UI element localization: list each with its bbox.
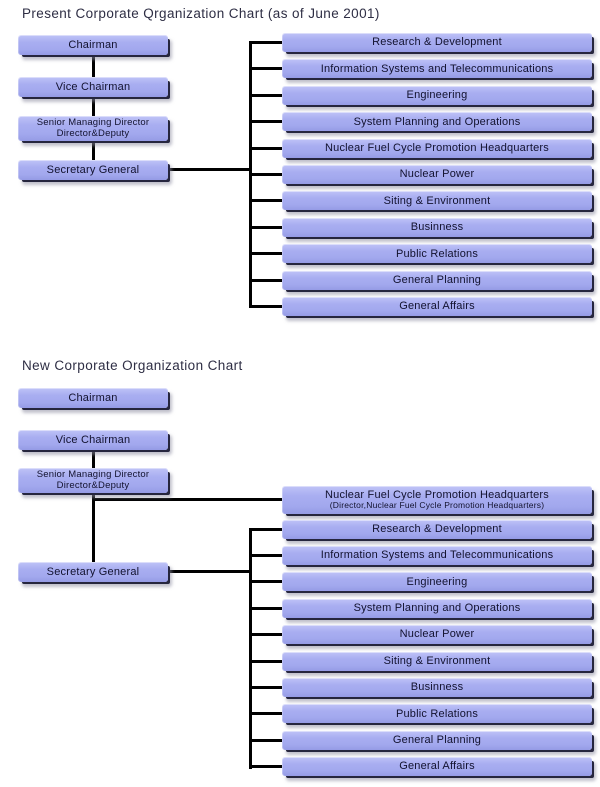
org-box-sublabel: (Director,Nuclear Fuel Cycle Promotion H… [329, 500, 545, 511]
org-box-information-systems-and-telecommunications: Information Systems and Telecommunicatio… [282, 545, 592, 565]
connector-line [249, 305, 282, 308]
org-box-general-planning: General Planning [282, 270, 592, 290]
org-box-label: Vice Chairman [55, 80, 131, 93]
org-box-label: Information Systems and Telecommunicatio… [320, 549, 554, 562]
connector-line [92, 450, 95, 468]
org-box-label: Businness [410, 221, 464, 234]
org-box-label: Engineering [406, 89, 468, 102]
org-box-label: Chairman [68, 38, 118, 51]
org-box-label: Information Systems and Telecommunicatio… [320, 62, 554, 75]
connector-line [249, 120, 282, 124]
org-box-public-relations: Public Relations [282, 704, 592, 724]
org-box-siting-environment: Siting & Environment [282, 651, 592, 671]
org-box-nuclear-fuel-cycle-promotion-headquarters: Nuclear Fuel Cycle Promotion Headquarter… [282, 138, 592, 158]
org-box-label: Senior Managing Director [36, 116, 150, 128]
org-box-label: Research & Development [372, 36, 502, 49]
connector-line [249, 633, 282, 637]
org-box-secretary-general: Secretary General [18, 160, 168, 180]
connector-line [249, 738, 282, 742]
org-box-nuclear-power: Nuclear Power [282, 165, 592, 184]
connector-line [92, 97, 95, 116]
org-box-label: System Planning and Operations [353, 602, 521, 615]
org-box-research-development: Research & Development [282, 519, 592, 539]
org-box-information-systems-and-telecommunications: Information Systems and Telecommunicatio… [282, 59, 592, 79]
org-box-label: Public Relations [395, 707, 479, 720]
org-box-research-development: Research & Development [282, 33, 592, 52]
org-box-label: Nuclear Fuel Cycle Promotion Headquarter… [324, 489, 550, 502]
connector-line [249, 146, 282, 150]
connector-line [249, 173, 282, 176]
org-box-system-planning-and-operations: System Planning and Operations [282, 598, 592, 618]
connector-line [249, 199, 282, 203]
org-box-label: Nuclear Fuel Cycle Promotion Headquarter… [324, 141, 550, 154]
org-box-label: General Affairs [399, 300, 475, 313]
org-box-public-relations: Public Relations [282, 244, 592, 264]
org-box-chairman: Chairman [18, 35, 168, 55]
connector-line [249, 67, 282, 71]
connector-line [249, 580, 282, 584]
org-box-label: General Planning [392, 273, 482, 286]
org-box-label: Secretary General [46, 565, 140, 578]
connector-line [168, 167, 252, 171]
org-box-label: Secretary General [46, 163, 140, 176]
present-chart-title: Present Corporate Qrganization Chart (as… [22, 6, 380, 21]
connector-line [92, 55, 95, 77]
org-box-label: Nuclear Power [399, 628, 475, 641]
org-box-sublabel: Director&Deputy [56, 127, 130, 139]
connector-line [249, 553, 282, 557]
org-box-system-planning-and-operations: System Planning and Operations [282, 112, 592, 132]
org-box-chairman: Chairman [18, 388, 168, 408]
org-box-nuclear-power: Nuclear Power [282, 625, 592, 645]
connector-line [249, 527, 282, 531]
org-box-label: Engineering [406, 575, 468, 588]
connector-line [92, 498, 282, 501]
org-box-businness: Businness [282, 677, 592, 697]
org-box-vice-chairman: Vice Chairman [18, 77, 168, 97]
org-box-label: Senior Managing Director [36, 468, 150, 480]
org-box-label: General Affairs [399, 760, 475, 773]
org-box-label: Nuclear Power [399, 168, 475, 181]
connector-line [249, 93, 282, 97]
org-box-label: Siting & Environment [383, 654, 491, 667]
connector-line [249, 606, 282, 610]
connector-line [249, 252, 282, 256]
connector-line [249, 765, 282, 769]
org-box-engineering: Engineering [282, 85, 592, 105]
connector-line [249, 225, 282, 229]
connector-line [92, 493, 95, 562]
org-box-nuclear-fuel-cycle-promotion-headquarters: Nuclear Fuel Cycle Promotion Headquarter… [282, 486, 592, 514]
connector-line [92, 141, 95, 160]
org-box-general-planning: General Planning [282, 730, 592, 750]
org-box-businness: Businness [282, 217, 592, 237]
org-box-secretary-general: Secretary General [18, 562, 168, 582]
connector-line [249, 528, 252, 769]
connector-line [249, 278, 282, 282]
org-box-engineering: Engineering [282, 572, 592, 592]
connector-line [249, 685, 282, 689]
org-box-label: Siting & Environment [383, 194, 491, 207]
org-box-label: System Planning and Operations [353, 115, 521, 128]
org-box-vice-chairman: Vice Chairman [18, 430, 168, 450]
org-box-label: General Planning [392, 734, 482, 747]
org-box-label: Vice Chairman [55, 433, 131, 446]
new-chart-title: New Corporate Organization Chart [22, 358, 243, 373]
org-box-sublabel: Director&Deputy [56, 479, 130, 491]
org-box-label: Public Relations [395, 247, 479, 260]
connector-line [249, 712, 282, 716]
org-box-label: Chairman [68, 391, 118, 404]
connector-line [168, 570, 252, 573]
connector-line [249, 659, 282, 663]
org-box-general-affairs: General Affairs [282, 297, 592, 316]
org-box-general-affairs: General Affairs [282, 757, 592, 777]
connector-line [249, 41, 282, 44]
org-box-label: Businness [410, 681, 464, 694]
org-box-label: Research & Development [372, 522, 502, 535]
org-box-siting-environment: Siting & Environment [282, 191, 592, 211]
